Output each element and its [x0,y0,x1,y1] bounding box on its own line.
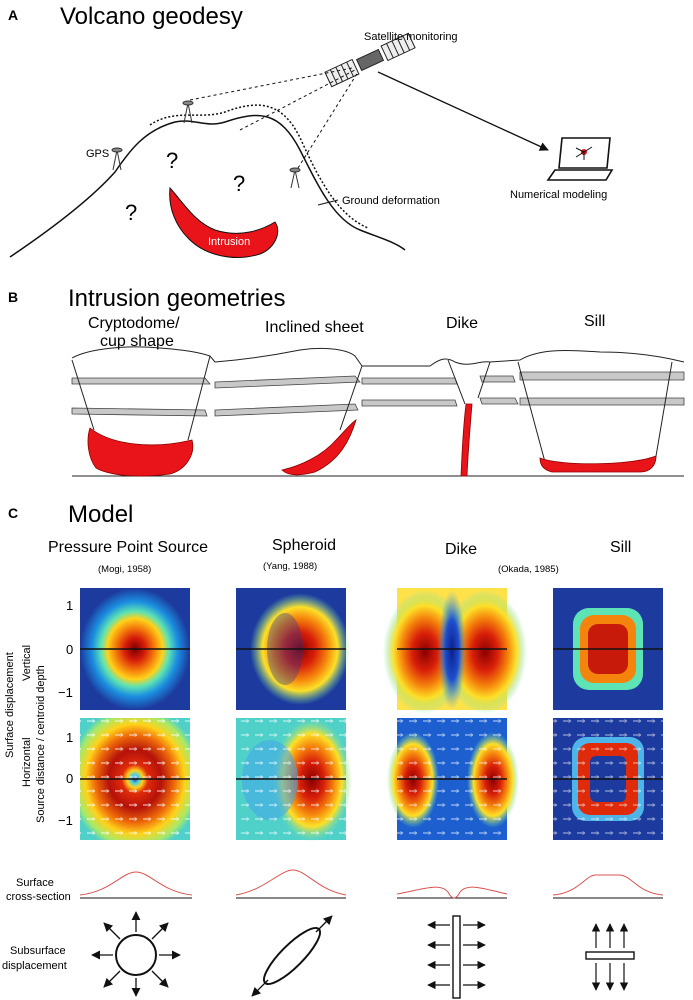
map-mogi-horizontal [80,718,190,840]
citation-okada: (Okada, 1985) [498,564,559,575]
tick-label: −1 [58,685,73,700]
signal-line [297,71,359,169]
fault-line [517,361,673,463]
panel-c: C Model Pressure Point Source Spheroid D… [2,501,664,999]
cup-shape-intrusion [87,427,194,477]
unknown-mark-1: ? [166,148,178,173]
cross-section-label-line2: cross-section [6,891,71,903]
profile-sill [552,874,664,899]
tick-label: −1 [58,813,73,828]
inclined-sheet-intrusion [281,419,357,476]
geometry-label-dike: Dike [446,315,478,332]
panel-letter-c: C [8,505,18,521]
sill-intrusion [539,455,657,473]
fault-line [447,359,491,405]
panel-a-title: Volcano geodesy [60,3,243,30]
gps-station-icon [289,167,301,189]
row-label-horizontal: Horizontal [21,737,33,787]
intrusion-body [169,186,279,258]
gps-label: GPS [86,148,109,160]
map-dike-horizontal [387,718,519,840]
satellite-label: Satellite monitoring [364,31,458,43]
gps-station-icon [182,100,194,124]
fault-line [71,355,211,441]
numerical-modeling-label: Numerical modeling [510,189,607,201]
deformation-leader [317,199,339,206]
profile-spheroid [235,869,347,899]
tick-label: 1 [66,730,73,745]
profile-mogi [79,871,193,899]
geometry-label-sill: Sill [584,313,605,330]
strata-band-lower [71,397,685,417]
model-name-point-source: Pressure Point Source [48,539,208,556]
data-flow-arrow [377,71,549,151]
citation-yang: (Yang, 1988) [263,561,317,572]
volcano-profile [9,114,406,258]
fault-line [339,365,363,431]
panel-b: B Intrusion geometries Cryptodome/ cup s… [8,285,685,477]
panel-letter-a: A [8,7,18,23]
panel-letter-b: B [8,289,18,305]
tick-label: 0 [66,771,73,786]
laptop-icon [546,137,614,181]
map-mogi-vertical [80,588,190,710]
geometry-label-cup: Cryptodome/ [88,315,180,332]
model-name-dike: Dike [445,541,477,558]
subsurface-sill [585,923,635,991]
panel-b-title: Intrusion geometries [68,285,285,312]
map-sill-vertical [553,588,663,710]
geometry-label-cup-line2: cup shape [100,333,174,350]
subsurface-label-line1: Subsurface [10,945,66,957]
signal-line [189,67,353,101]
ground-deformation-label: Ground deformation [342,195,440,207]
subsurface-point-source [91,911,181,997]
satellite-icon [324,32,416,88]
model-name-spheroid: Spheroid [272,537,336,554]
map-dike-vertical [383,588,527,714]
model-name-sill: Sill [610,539,631,556]
tick-label: 0 [66,642,73,657]
panel-a: A Volcano geodesy Intrusion ? ? ? GPS [8,3,614,258]
intrusion-label: Intrusion [208,236,250,248]
subsurface-spheroid [251,915,333,997]
map-spheroid-horizontal [236,718,352,842]
profile-dike [396,886,508,899]
cross-section-label-line1: Surface [16,877,54,889]
y-label-surface-displacement: Surface displacement [4,652,16,758]
subsurface-label-line2: displacement [2,960,67,972]
panel-c-title: Model [68,501,133,528]
map-sill-horizontal [553,718,663,840]
dike-intrusion [460,403,473,477]
map-spheroid-vertical [236,588,350,710]
subsurface-dike [427,915,486,999]
citation-mogi: (Mogi, 1958) [98,564,151,575]
signal-line [239,69,356,131]
y-label-source-distance: Source distance / centroid depth [35,665,47,823]
geometry-label-inclined-sheet: Inclined sheet [265,319,364,336]
row-label-vertical: Vertical [21,645,33,681]
tick-label: 1 [66,598,73,613]
strata-band-upper [71,371,685,389]
unknown-mark-3: ? [125,200,137,225]
gps-station-icon [111,147,123,171]
unknown-mark-2: ? [233,171,245,196]
